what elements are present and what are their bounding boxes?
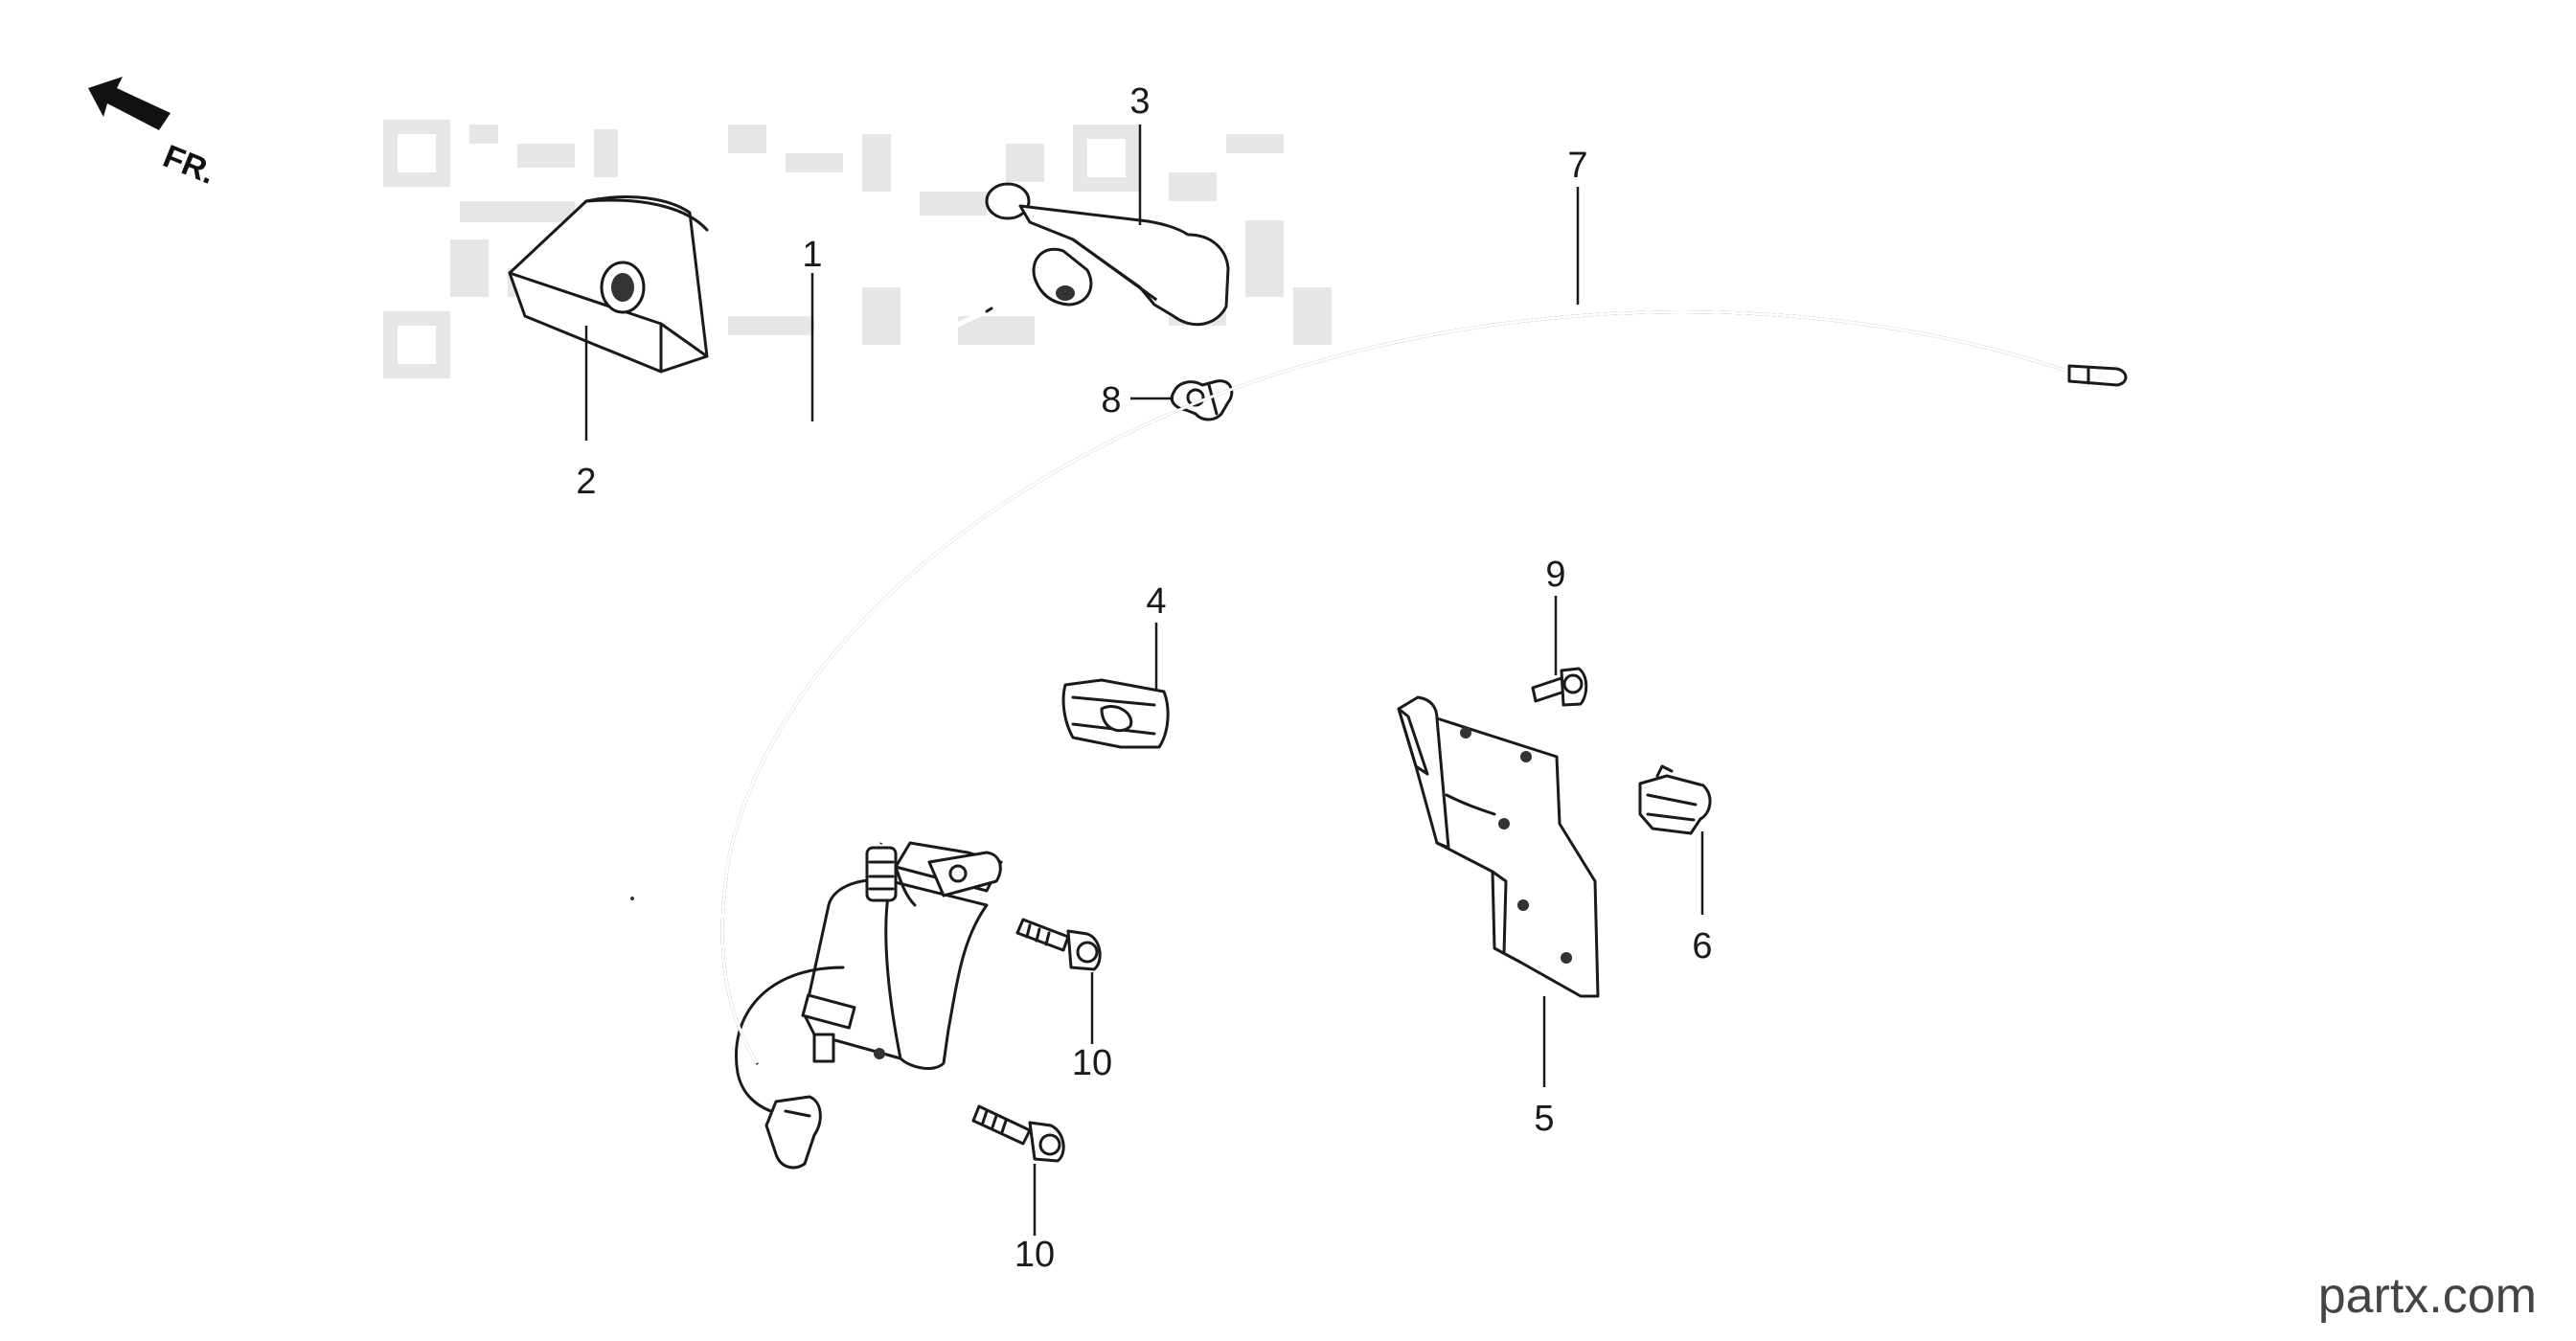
part-5-bracket [1397,695,1600,998]
part-3-plug-cap [985,182,1230,327]
callout-7: 7 [1567,146,1587,186]
callout-9: 9 [1545,555,1565,595]
part-10-bolt-lower [971,1104,1065,1163]
part-6-clamp [1638,764,1712,835]
callout-10-upper: 10 [1072,1043,1112,1083]
callout-10-lower: 10 [1014,1235,1055,1275]
stray-mark [630,897,634,900]
part-2-pad [508,195,709,374]
callout-3: 3 [1129,81,1150,122]
callout-6: 6 [1692,926,1712,966]
front-direction-label: FR. [158,138,220,192]
callout-1: 1 [802,235,822,275]
front-direction-arrow-icon [88,77,171,130]
part-1-ignition-coil [735,307,1003,1170]
callout-5: 5 [1534,1099,1554,1139]
part-4-grommet [1061,678,1170,749]
part-7-wire [720,310,2128,1065]
site-watermark: partx.com [2318,1268,2537,1324]
part-9-bolt [1531,667,1588,707]
callout-4: 4 [1146,581,1166,622]
part-10-bolt-upper [1015,918,1102,971]
callout-8: 8 [1101,380,1121,420]
callout-2: 2 [576,462,596,502]
